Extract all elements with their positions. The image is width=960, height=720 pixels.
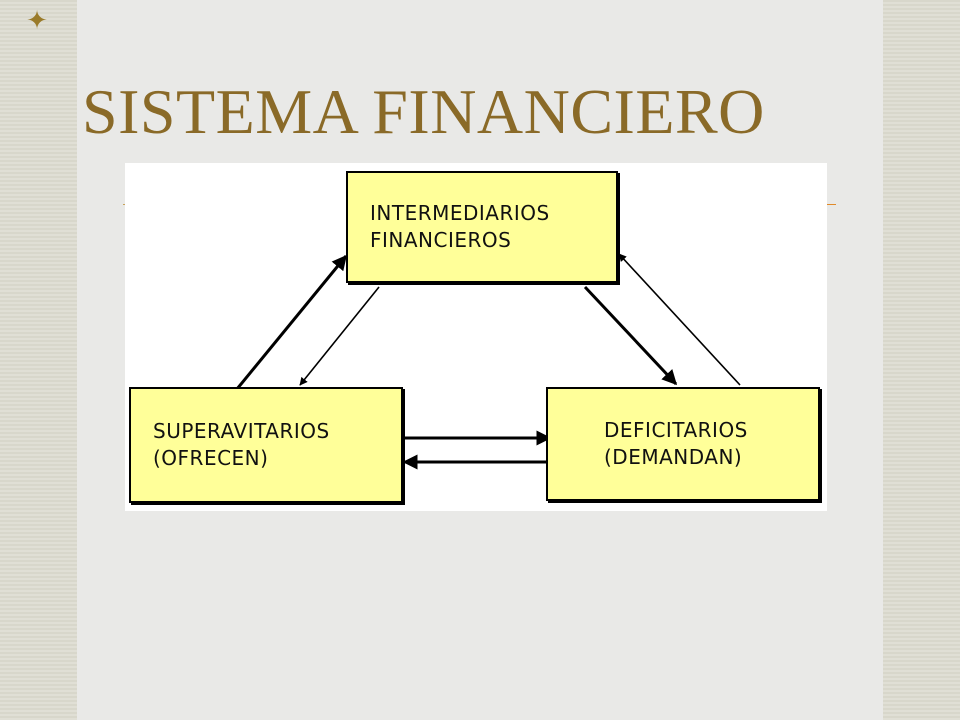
arrow-intermediarios-to-deficitarios	[583, 285, 678, 386]
superavitarios-line2: (OFRECEN)	[153, 446, 269, 470]
left-decorative-band: ✦	[0, 0, 77, 720]
financial-system-diagram: INTERMEDIARIOS FINANCIEROS SUPERAVITARIO…	[125, 163, 827, 511]
intermediarios-line2: FINANCIEROS	[370, 228, 512, 252]
deficitarios-line1: DEFICITARIOS	[604, 418, 748, 442]
intermediarios-box: INTERMEDIARIOS FINANCIEROS	[346, 171, 618, 283]
right-decorative-band	[883, 0, 960, 720]
arrow-superavitarios-to-intermediarios	[235, 254, 348, 390]
arrow-deficitarios-to-intermediarios	[618, 253, 741, 386]
arrow-intermediarios-to-superavitarios	[299, 286, 380, 386]
four-point-star-icon: ✦	[26, 6, 48, 36]
superavitarios-line1: SUPERAVITARIOS	[153, 419, 330, 443]
flow-arrows	[235, 253, 741, 470]
slide-title: SISTEMA FINANCIERO	[82, 76, 765, 147]
title-underline-right	[826, 204, 836, 205]
superavitarios-box: SUPERAVITARIOS (OFRECEN)	[129, 387, 403, 503]
intermediarios-line1: INTERMEDIARIOS	[370, 201, 550, 225]
deficitarios-box: DEFICITARIOS (DEMANDAN)	[546, 387, 820, 501]
deficitarios-line2: (DEMANDAN)	[604, 445, 743, 469]
